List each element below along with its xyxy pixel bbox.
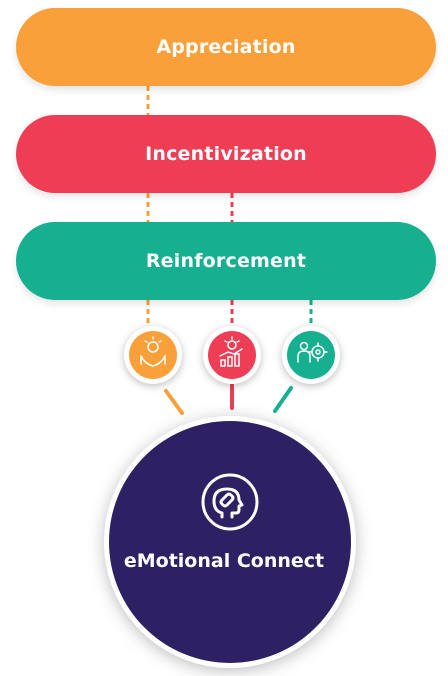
center-circle bbox=[109, 421, 351, 663]
reinforcement-label: Reinforcement bbox=[145, 250, 307, 272]
growth-chart-icon bbox=[203, 326, 261, 384]
incentivization-label: Incentivization bbox=[145, 143, 307, 165]
reinforcement-pill: Reinforcement bbox=[16, 222, 436, 300]
center-label: eMotional Connect bbox=[123, 550, 325, 572]
connector-teal-solid bbox=[273, 386, 293, 413]
incentivization-pill: Incentivization bbox=[16, 115, 436, 193]
appreciation-pill: Appreciation bbox=[16, 8, 436, 86]
connector-orange-solid bbox=[164, 389, 184, 415]
people-gear-icon bbox=[282, 326, 340, 384]
hands-award-icon bbox=[124, 326, 182, 384]
appreciation-label: Appreciation bbox=[156, 36, 296, 58]
head-puzzle-icon bbox=[201, 473, 259, 531]
